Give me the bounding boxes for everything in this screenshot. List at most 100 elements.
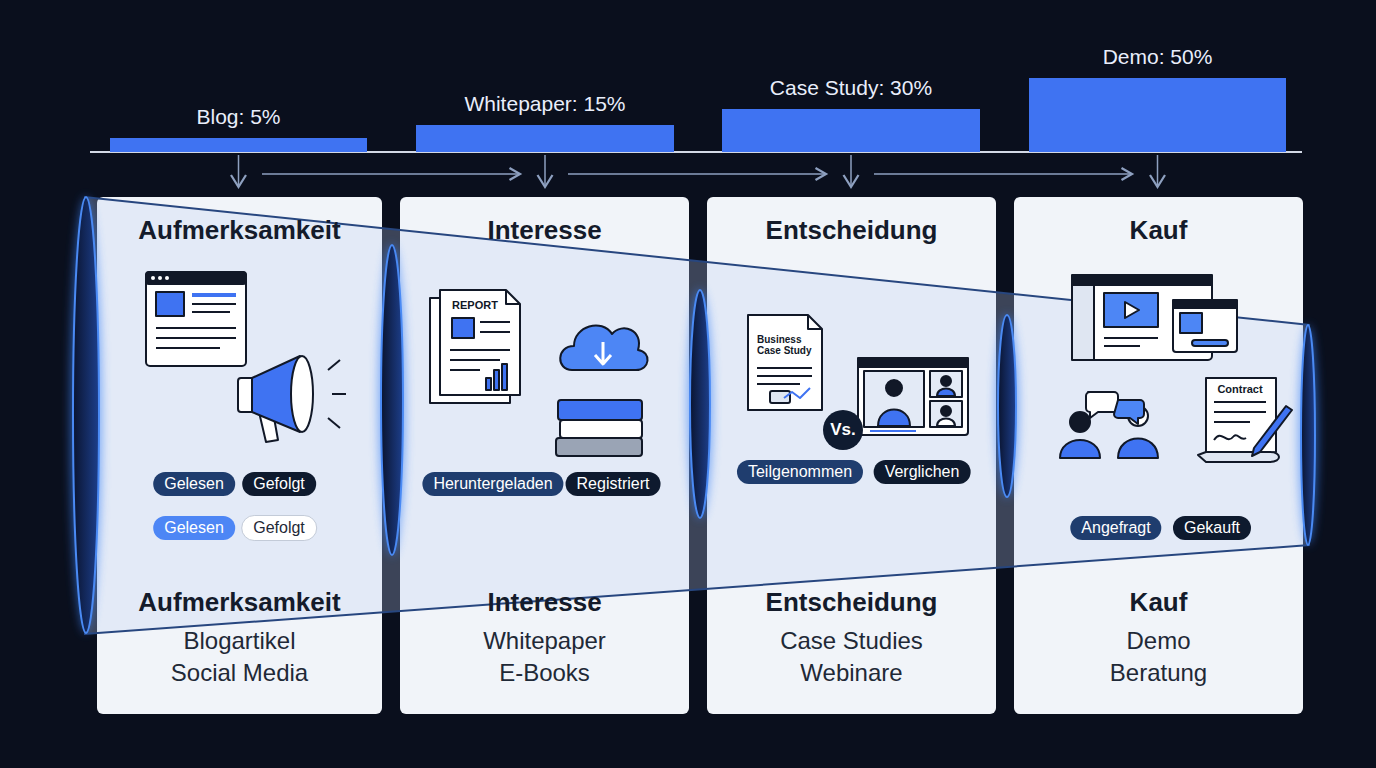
demo-screen-icon-part <box>1104 337 1158 339</box>
tag-text: Gelesen <box>164 519 224 536</box>
status-tag: Gelesen <box>153 472 235 496</box>
content-type: Case Studies <box>707 627 996 655</box>
browser-icon <box>146 272 246 366</box>
percentage-bar: Case Study: 30% <box>722 109 980 152</box>
report-icon <box>430 290 520 403</box>
funnel-ring <box>1301 325 1315 545</box>
video-call-icon-part <box>941 406 951 416</box>
content-type: Beratung <box>1014 659 1303 687</box>
ring-glow <box>378 244 406 556</box>
tag-text: Teilgenommen <box>748 463 852 480</box>
status-tag: Gefolgt <box>241 515 317 541</box>
cloud-icon <box>560 325 647 370</box>
funnel-ring <box>73 197 99 633</box>
demo-screen-icon-part <box>1173 300 1237 308</box>
browser-icon-part <box>146 272 246 284</box>
ring-glow <box>995 314 1019 498</box>
browser-icon-part <box>192 303 236 305</box>
bar-label: Blog: 5% <box>70 105 407 129</box>
browser-icon-part <box>156 347 220 349</box>
case-study-icon-part <box>757 367 812 369</box>
video-call-icon-part <box>870 430 916 432</box>
status-tag: Gelesen <box>153 516 235 540</box>
books-icon <box>556 400 642 456</box>
ring-glow <box>70 197 102 633</box>
stage-connector <box>238 155 240 187</box>
demo-screen-icon-part <box>1180 313 1202 333</box>
browser-icon-part <box>156 292 184 316</box>
content-type: Social Media <box>97 659 382 687</box>
flow-arrow <box>262 173 520 175</box>
browser-dots-part <box>165 276 169 280</box>
books-icon-part <box>556 438 642 456</box>
stage-heading: Aufmerksamkeit <box>97 215 382 246</box>
contract-icon-part <box>1214 421 1250 423</box>
stage-title: Kauf <box>1014 587 1303 618</box>
content-type: Demo <box>1014 627 1303 655</box>
stage-connector <box>1157 155 1159 187</box>
stage-heading: Interesse <box>400 215 689 246</box>
browser-dots-part <box>158 276 162 280</box>
stage-title: Entscheidung <box>707 587 996 618</box>
case-study-icon-part <box>757 383 800 385</box>
cloud-icon-part <box>560 325 647 370</box>
contract-icon-part <box>1214 411 1266 413</box>
report-icon-part <box>502 364 507 390</box>
report-icon-part <box>452 318 474 338</box>
report-icon-part <box>480 321 510 323</box>
icon-label: REPORT <box>440 299 510 311</box>
flow-arrows <box>262 173 1132 175</box>
demo-screen-icon-part <box>1072 275 1212 285</box>
demo-screen-icon-part <box>1104 345 1140 347</box>
megaphone-icon <box>238 356 346 442</box>
consultation-icon-part <box>1060 440 1100 458</box>
tag-text: Gefolgt <box>253 519 305 536</box>
status-tag: Gefolgt <box>242 472 316 496</box>
contract-icon <box>1198 378 1292 462</box>
tag-text: Heruntergeladen <box>433 475 552 492</box>
bar-label: Demo: 50% <box>989 45 1326 69</box>
demo-screen-icon-part <box>1173 300 1237 352</box>
report-icon-part <box>450 349 510 351</box>
megaphone-icon-part <box>332 393 346 395</box>
report-icon-part <box>506 290 520 304</box>
stage-heading: Entscheidung <box>707 215 996 246</box>
ring-glow <box>1298 325 1318 545</box>
report-icon-part <box>450 359 500 361</box>
browser-icon-part <box>156 327 236 329</box>
browser-icon-part <box>156 337 236 339</box>
contract-icon-part <box>1214 401 1266 403</box>
percentage-bar: Demo: 50% <box>1029 78 1286 152</box>
case-study-icon-part <box>770 391 790 403</box>
browser-dots <box>151 276 169 280</box>
content-type: E-Books <box>400 659 689 687</box>
icon-label: Contract <box>1205 383 1275 395</box>
video-call-icon-part <box>930 401 962 427</box>
demo-screen-icon-part <box>1072 285 1094 360</box>
video-call-icon-part <box>937 419 955 427</box>
stage-heading: Kauf <box>1014 215 1303 246</box>
bar-label: Whitepaper: 15% <box>376 92 714 116</box>
contract-icon-part <box>1252 406 1292 456</box>
versus-badge <box>823 410 863 450</box>
video-call-icon-part <box>941 376 951 386</box>
video-call-icon-part <box>930 371 962 397</box>
browser-dots-part <box>151 276 155 280</box>
tag-text: Gefolgt <box>253 475 305 492</box>
case-study-icon-part <box>808 315 822 329</box>
tag-text: Registriert <box>577 475 650 492</box>
funnel-ring <box>690 290 710 518</box>
consultation-icon <box>1060 392 1158 458</box>
stage-connector <box>544 155 546 187</box>
stage-title: Interesse <box>400 587 689 618</box>
status-tag: Verglichen <box>874 460 971 484</box>
browser-icon-part <box>192 311 230 313</box>
status-tag: Registriert <box>566 472 661 496</box>
cloud-icon-part <box>595 342 611 364</box>
status-tag: Teilgenommen <box>737 460 863 484</box>
video-call-icon-part <box>937 389 955 397</box>
icon-label: Business Case Study <box>757 334 821 356</box>
consultation-icon-part <box>1114 400 1144 424</box>
status-tag: Angefragt <box>1070 516 1161 540</box>
icon-label: Vs. <box>823 421 863 440</box>
